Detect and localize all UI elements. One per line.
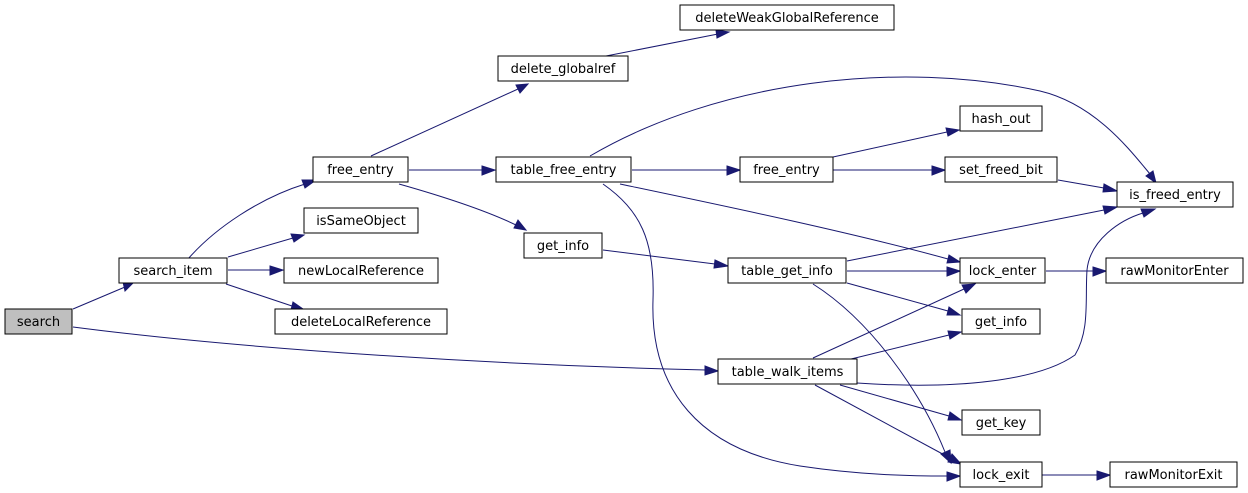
node-label: lock_exit	[973, 468, 1030, 483]
node-raw-monitor-exit[interactable]: rawMonitorExit	[1109, 461, 1238, 488]
edge-table-free-entry-to-lock-enter	[619, 183, 962, 264]
node-delete-weak-global-reference[interactable]: deleteWeakGlobalReference	[679, 4, 895, 31]
node-label: hash_out	[971, 112, 1030, 127]
node-label: get_info	[537, 239, 589, 254]
node-label: deleteLocalReference	[291, 315, 431, 330]
node-new-local-reference[interactable]: newLocalReference	[283, 257, 439, 284]
node-set-freed-bit[interactable]: set_freed_bit	[944, 156, 1058, 183]
node-hash-out[interactable]: hash_out	[959, 105, 1043, 132]
edge-table-walk-items-to-lock-enter	[812, 283, 977, 359]
node-label: get_info	[975, 315, 1027, 330]
node-label: free_entry	[753, 163, 820, 178]
edge-search-item-to-is-same-object	[227, 233, 306, 258]
edge-get-info-to-table-get-info	[602, 249, 730, 269]
node-search-item[interactable]: search_item	[118, 257, 228, 284]
edge-table-walk-items-to-get-info-2	[846, 330, 963, 361]
edge-table-walk-items-to-is-freed-entry	[856, 208, 1157, 386]
edge-table-get-info-to-get-info-2	[846, 282, 962, 316]
node-label: deleteWeakGlobalReference	[695, 11, 878, 26]
edge-search-item-to-free-entry	[187, 179, 318, 260]
node-label: delete_globalref	[511, 62, 616, 77]
node-free-entry[interactable]: free_entry	[312, 156, 409, 183]
edge-free-entry-2-to-hash-out	[832, 127, 961, 158]
edge-search-item-to-delete-local-reference	[225, 283, 305, 311]
node-get-info[interactable]: get_info	[523, 232, 603, 259]
node-table-get-info[interactable]: table_get_info	[727, 257, 847, 284]
edge-table-free-entry-to-lock-exit	[602, 183, 962, 482]
node-label: search_item	[133, 264, 212, 279]
edge-table-walk-items-to-lock-exit	[814, 384, 963, 465]
edge-table-walk-items-to-get-key	[839, 384, 963, 421]
edge-free-entry-to-delete-globalref	[370, 83, 530, 157]
node-get-key[interactable]: get_key	[961, 409, 1041, 436]
node-label: newLocalReference	[298, 264, 424, 279]
node-delete-local-reference[interactable]: deleteLocalReference	[274, 308, 448, 335]
node-label: set_freed_bit	[959, 163, 1043, 178]
node-label: rawMonitorExit	[1125, 468, 1223, 483]
node-label: is_freed_entry	[1129, 188, 1221, 203]
node-delete-globalref[interactable]: delete_globalref	[497, 55, 629, 82]
edge-search-to-search-item	[72, 281, 135, 310]
edges	[72, 29, 1157, 482]
node-is-freed-entry[interactable]: is_freed_entry	[1116, 181, 1234, 208]
node-is-same-object[interactable]: isSameObject	[303, 207, 419, 234]
node-table-free-entry[interactable]: table_free_entry	[495, 156, 632, 183]
edge-table-get-info-to-is-freed-entry	[846, 205, 1119, 262]
edge-delete-globalref-to-delete-weak-global-reference	[605, 29, 731, 57]
edge-free-entry-2-to-set-freed-bit	[833, 165, 947, 176]
node-search[interactable]: search	[4, 308, 73, 335]
node-raw-monitor-enter[interactable]: rawMonitorEnter	[1105, 257, 1244, 284]
edge-free-entry-to-table-free-entry	[409, 165, 497, 176]
edge-lock-enter-to-raw-monitor-enter	[1046, 266, 1108, 277]
edge-lock-exit-to-raw-monitor-exit	[1042, 470, 1112, 481]
node-table-walk-items[interactable]: table_walk_items	[717, 358, 858, 385]
edge-search-to-table-walk-items	[72, 326, 720, 376]
edge-table-free-entry-to-free-entry	[632, 165, 742, 176]
node-label: search	[17, 315, 60, 330]
node-lock-exit[interactable]: lock_exit	[959, 461, 1043, 488]
edge-table-free-entry-to-is-freed-entry	[589, 76, 1157, 185]
nodes: search search_item free_entry isSameObje…	[4, 4, 1244, 488]
node-label: table_get_info	[741, 264, 833, 279]
node-label: free_entry	[327, 163, 394, 178]
node-free-entry-2[interactable]: free_entry	[739, 156, 834, 183]
edge-table-get-info-to-lock-enter	[847, 266, 962, 277]
node-lock-enter[interactable]: lock_enter	[959, 257, 1046, 284]
node-label: isSameObject	[316, 214, 406, 229]
node-label: table_walk_items	[732, 365, 844, 380]
node-get-info-2[interactable]: get_info	[961, 308, 1041, 335]
node-label: rawMonitorEnter	[1120, 264, 1229, 279]
node-label: lock_enter	[969, 264, 1037, 279]
edge-free-entry-to-get-info	[398, 183, 528, 231]
edge-search-item-to-new-local-reference	[228, 265, 285, 276]
node-label: table_free_entry	[511, 163, 617, 178]
edge-set-freed-bit-to-is-freed-entry	[1057, 179, 1119, 193]
node-label: get_key	[976, 416, 1027, 431]
